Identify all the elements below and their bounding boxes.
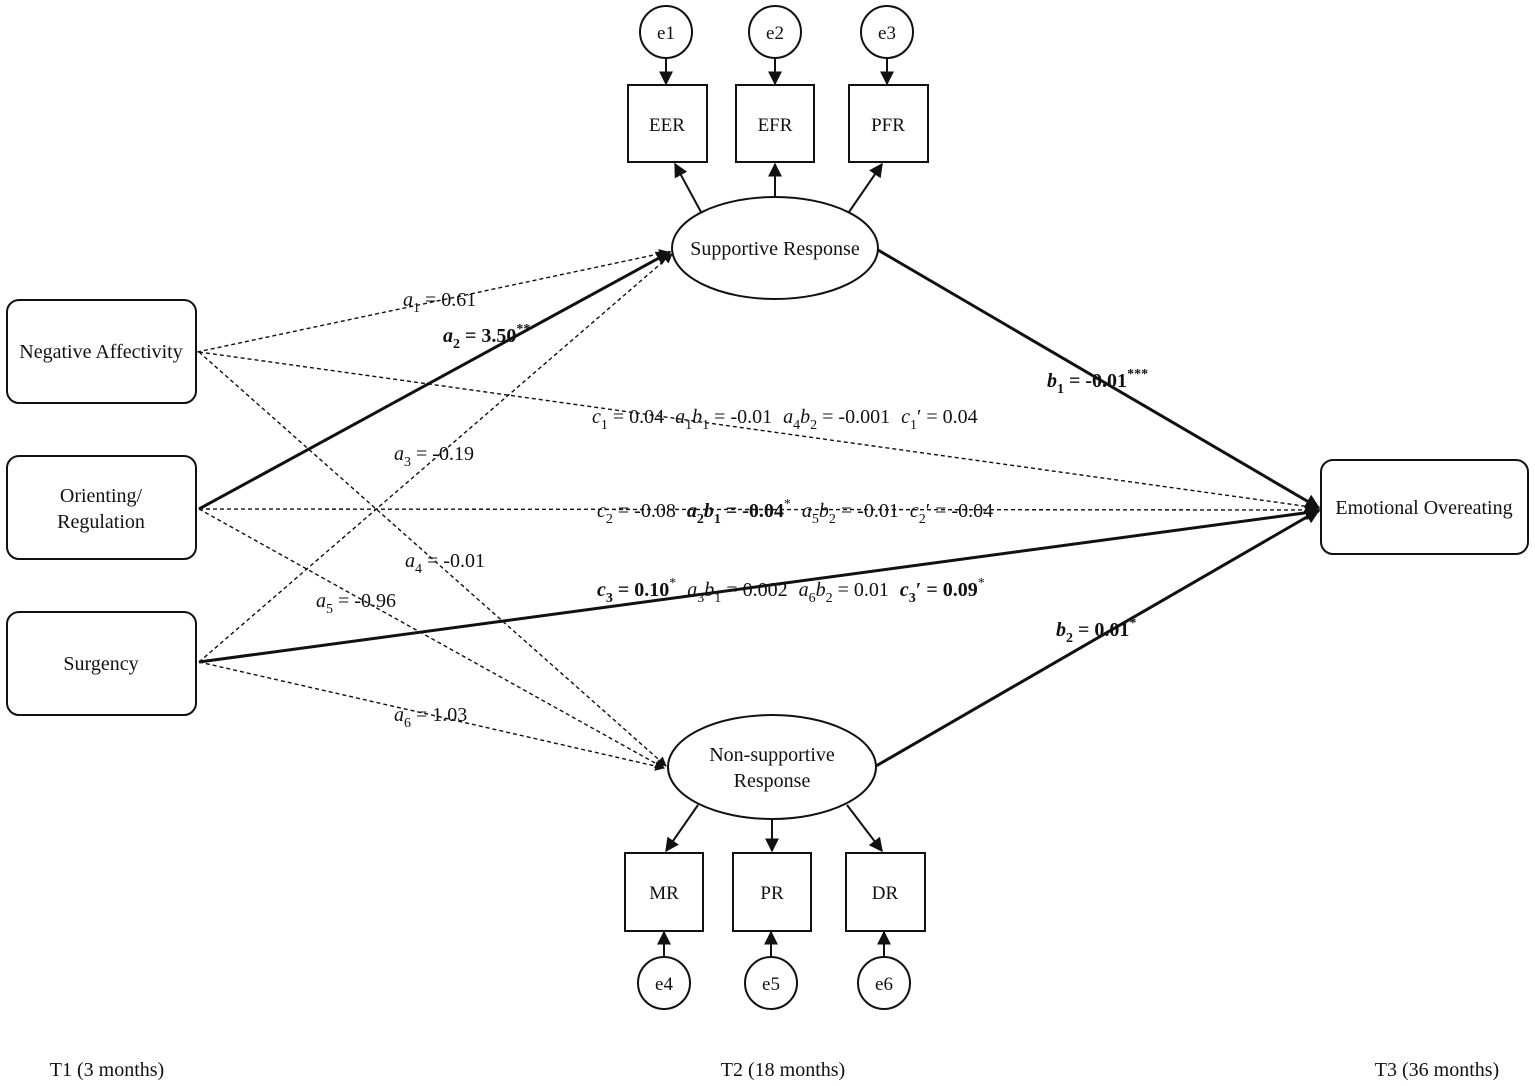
path-a2-line [198, 250, 672, 511]
error-e2: e2 [748, 5, 802, 59]
effects-row-negative-affectivity: c1 = 0.04 a1b1 = -0.01 a4b2 = -0.001 c1′… [592, 406, 978, 433]
label-a3: a3 = -0.19 [394, 443, 474, 470]
error-e5: e5 [744, 956, 798, 1010]
svg-text:MR: MR [649, 883, 679, 904]
path-b1-line [877, 248, 1321, 510]
load-dr-arrow [846, 804, 883, 853]
indicator-pr: PR [732, 852, 812, 932]
svg-text:PFR: PFR [871, 115, 905, 136]
label-a4: a4 = -0.01 [405, 550, 485, 577]
svg-text:e6: e6 [875, 974, 893, 995]
indicator-pfr: PFR [848, 84, 929, 163]
timepoint-t2: T2 (18 months) [721, 1059, 845, 1081]
svg-text:Non-supportive: Non-supportive [709, 744, 835, 766]
error-e3: e3 [860, 5, 914, 59]
svg-text:e1: e1 [657, 23, 675, 44]
effects-row-surgency: c3 = 0.10* a3b1 = 0.002 a6b2 = 0.01 c3′ … [597, 570, 985, 606]
svg-text:e3: e3 [878, 23, 896, 44]
svg-text:Orienting/: Orienting/ [60, 485, 143, 507]
svg-text:Emotional Overeating: Emotional Overeating [1335, 497, 1512, 519]
svg-text:DR: DR [872, 883, 899, 904]
indicator-mr: MR [624, 852, 704, 932]
svg-text:PR: PR [760, 883, 784, 904]
path-c1-line [198, 351, 1319, 512]
label-b1: b1 = -0.01*** [1047, 367, 1148, 397]
label-a2: a2 = 3.50** [443, 322, 530, 352]
svg-text:Negative Affectivity: Negative Affectivity [19, 341, 182, 363]
svg-text:Supportive Response: Supportive Response [690, 238, 860, 260]
path-a5-line [198, 508, 665, 769]
timepoint-t3: T3 (36 months) [1375, 1059, 1499, 1081]
label-a6: a6 = 1.03 [394, 704, 467, 731]
svg-text:e4: e4 [655, 974, 673, 995]
path-c3-line [198, 505, 1321, 664]
path-a4-line [198, 351, 667, 767]
load-pfr-arrow [848, 162, 883, 213]
svg-text:e5: e5 [762, 974, 780, 995]
path-c2-line [198, 505, 1319, 515]
path-b2-line [875, 508, 1321, 768]
timepoint-t1: T1 (3 months) [50, 1059, 164, 1081]
svg-text:Surgency: Surgency [63, 653, 138, 675]
path-a1-line [196, 249, 669, 353]
svg-text:EER: EER [649, 115, 685, 136]
load-mr-arrow [665, 804, 699, 853]
path-a3-line [198, 253, 673, 663]
svg-text:Response: Response [734, 770, 811, 792]
indicator-efr: EFR [735, 84, 815, 163]
label-a5: a5 = -0.96 [316, 590, 396, 617]
label-b2: b2 = 0.01* [1056, 616, 1136, 646]
label-a1: a1 = 0.61 [403, 289, 476, 316]
error-e6: e6 [857, 956, 911, 1010]
indicator-eer: EER [627, 84, 708, 163]
node-surgency: Surgency [6, 611, 197, 716]
latent-nonsupportive-response: Non-supportive Response [667, 714, 877, 820]
node-emotional-overeating: Emotional Overeating [1320, 459, 1529, 555]
indicator-dr: DR [845, 852, 926, 932]
svg-text:e2: e2 [766, 23, 784, 44]
error-e1: e1 [639, 5, 693, 59]
node-orienting-regulation: Orienting/ Regulation [6, 455, 197, 560]
latent-supportive-response: Supportive Response [671, 196, 879, 300]
node-negative-affectivity: Negative Affectivity [6, 299, 197, 404]
load-eer-arrow [674, 162, 702, 213]
effects-row-orienting-regulation: c2 = -0.08 a2b1 = -0.04* a5b2 = -0.01 c2… [597, 491, 993, 527]
error-e4: e4 [637, 956, 691, 1010]
svg-text:Regulation: Regulation [57, 511, 145, 533]
path-a6-line [198, 661, 665, 771]
svg-text:EFR: EFR [758, 115, 793, 136]
